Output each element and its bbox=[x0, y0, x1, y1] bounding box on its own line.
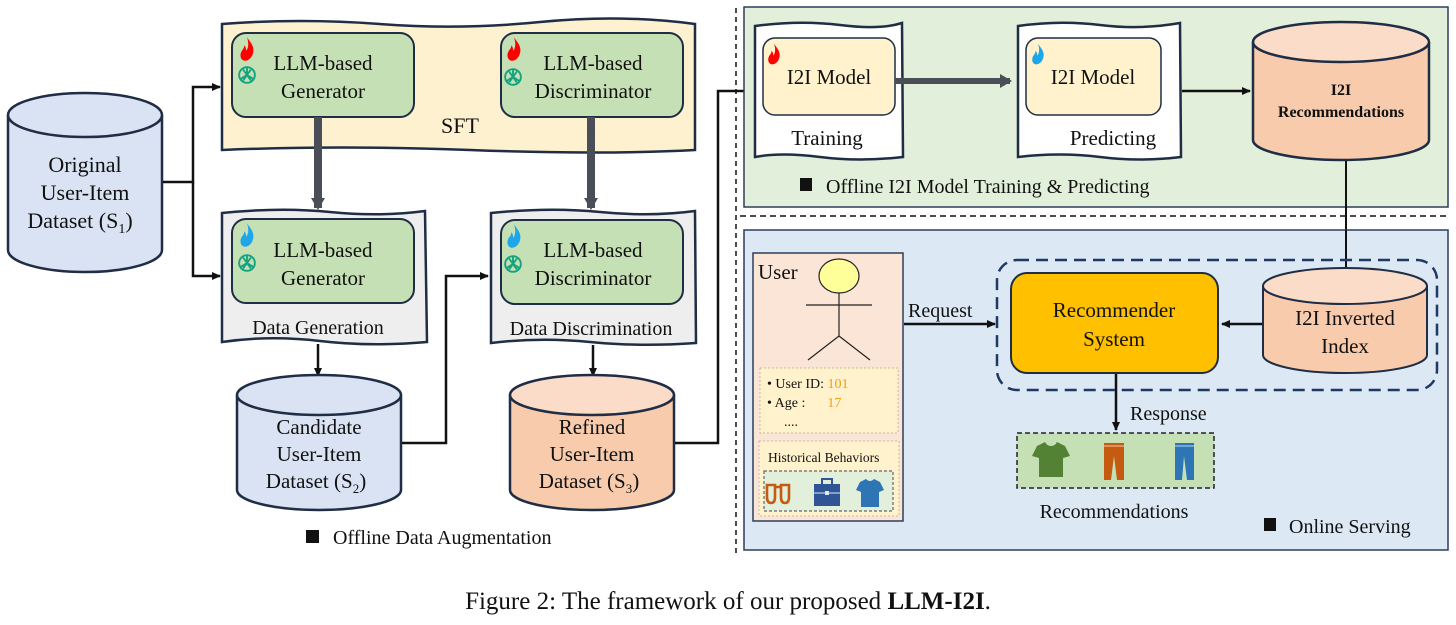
i2i-recommendations-line1: I2I bbox=[1331, 82, 1351, 99]
original-dataset-db: Original User-Item Dataset (S1) bbox=[6, 91, 164, 274]
refined-dataset-db: Refined User-Item Dataset (S3) bbox=[508, 373, 676, 512]
historical-behaviors-box: Historical Behaviors bbox=[758, 440, 900, 517]
predicting-label: Predicting bbox=[1070, 126, 1157, 150]
data-generation-label: Data Generation bbox=[252, 317, 384, 339]
refined-dataset-line3: Dataset (S3) bbox=[539, 469, 639, 496]
sft-panel: SFT LLM-based Generator LLM-based Discri… bbox=[220, 17, 697, 154]
data-generation-panel: LLM-based Generator Data Generation bbox=[220, 208, 429, 346]
generator-label-line1: LLM-based bbox=[273, 51, 373, 75]
arrow-original-to-sft bbox=[163, 83, 221, 184]
training-model-label: I2I Model bbox=[787, 65, 872, 89]
user-figure-icon bbox=[806, 258, 872, 361]
glasses-icon bbox=[765, 483, 791, 505]
training-label: Training bbox=[791, 126, 863, 150]
online-serving-section: User • User ID: 101 • Age :17 .... Histo… bbox=[743, 229, 1449, 551]
offline-data-augmentation-label: Offline Data Augmentation bbox=[333, 527, 551, 549]
candidate-dataset-db: Candidate User-Item Dataset (S2) bbox=[235, 373, 403, 512]
response-label: Response bbox=[1130, 403, 1207, 425]
generator-label-line2: Generator bbox=[281, 79, 365, 103]
request-label: Request bbox=[908, 300, 973, 322]
discriminator-label-line1: LLM-based bbox=[543, 51, 643, 75]
training-panel: I2I Model Training bbox=[753, 21, 905, 161]
i2i-recommendations-db: I2I Recommendations bbox=[1251, 20, 1431, 162]
recommender-system-box[interactable]: Recommender System bbox=[1010, 272, 1219, 374]
i2i-recommendations-line2: Recommendations bbox=[1278, 104, 1404, 121]
offline-i2i-section: I2I Model Training I2I Model Predicting … bbox=[743, 6, 1449, 208]
sft-generator-box: LLM-based Generator bbox=[231, 32, 415, 118]
section-bullet bbox=[800, 178, 812, 191]
generator-label-line2: Generator bbox=[281, 266, 365, 290]
candidate-dataset-line3: Dataset (S2) bbox=[266, 469, 366, 496]
discriminator-label-line2: Discriminator bbox=[535, 79, 652, 103]
generator-label-line1: LLM-based bbox=[273, 238, 373, 262]
refined-dataset-line2: User-Item bbox=[550, 442, 635, 466]
offline-i2i-label: Offline I2I Model Training & Predicting bbox=[826, 176, 1150, 198]
i2i-inverted-index-db: I2I Inverted Index bbox=[1262, 267, 1428, 374]
original-dataset-line1: Original bbox=[48, 152, 121, 177]
caption-model-name: LLM-I2I bbox=[887, 588, 985, 615]
more-fields-ellipsis: .... bbox=[784, 415, 798, 430]
age-field: • Age :17 bbox=[767, 396, 841, 411]
data-discrimination-panel: LLM-based Discriminator Data Discriminat… bbox=[489, 208, 698, 347]
refined-dataset-line1: Refined bbox=[559, 415, 626, 439]
arrow-original-to-generation bbox=[191, 182, 221, 280]
sft-discriminator-box: LLM-based Discriminator bbox=[500, 32, 684, 118]
inverted-index-line1: I2I Inverted bbox=[1295, 306, 1395, 330]
original-dataset-line3: Dataset (S1) bbox=[27, 208, 132, 237]
sft-label: SFT bbox=[441, 113, 479, 138]
online-serving-label: Online Serving bbox=[1289, 516, 1411, 538]
predicting-model-label: I2I Model bbox=[1051, 65, 1136, 89]
tshirt-icon bbox=[856, 479, 884, 507]
discriminator-label-line1: LLM-based bbox=[543, 238, 643, 262]
offline-data-augmentation-section: Original User-Item Dataset (S1) SFT LLM-… bbox=[6, 17, 761, 549]
predicting-panel: I2I Model Predicting bbox=[1016, 21, 1183, 161]
recommendations-label: Recommendations bbox=[1040, 501, 1189, 523]
arrow-refined-to-training bbox=[675, 87, 761, 445]
tshirt-icon bbox=[1032, 442, 1070, 477]
serving-group-outline bbox=[995, 258, 1439, 392]
pants-icon bbox=[1104, 443, 1124, 480]
historical-behaviors-label: Historical Behaviors bbox=[768, 450, 879, 465]
pants-icon bbox=[1175, 443, 1194, 480]
candidate-dataset-line2: User-Item bbox=[277, 442, 362, 466]
user-title: User bbox=[758, 260, 798, 284]
user-info-box: • User ID: 101 • Age :17 .... bbox=[759, 367, 899, 434]
section-bullet bbox=[306, 530, 319, 543]
user-panel: User • User ID: 101 • Age :17 .... Histo… bbox=[752, 252, 904, 522]
discriminator-label-line2: Discriminator bbox=[535, 266, 652, 290]
recommender-label-line2: System bbox=[1083, 327, 1145, 351]
recommendations-box bbox=[1016, 432, 1215, 489]
recommender-label-line1: Recommender bbox=[1053, 298, 1175, 322]
candidate-dataset-line1: Candidate bbox=[276, 415, 361, 439]
briefcase-icon bbox=[814, 478, 840, 506]
caption-text: Figure 2: The framework of our proposed bbox=[465, 588, 888, 615]
figure-caption: Figure 2: The framework of our proposed … bbox=[0, 588, 1456, 616]
caption-period: . bbox=[984, 588, 991, 615]
arrow-candidate-to-discrimination bbox=[402, 272, 489, 445]
data-discrimination-label: Data Discrimination bbox=[510, 318, 673, 340]
section-bullet bbox=[1264, 518, 1276, 531]
user-id-field: • User ID: 101 bbox=[767, 377, 849, 392]
inverted-index-line2: Index bbox=[1321, 334, 1369, 358]
original-dataset-line2: User-Item bbox=[41, 180, 130, 205]
